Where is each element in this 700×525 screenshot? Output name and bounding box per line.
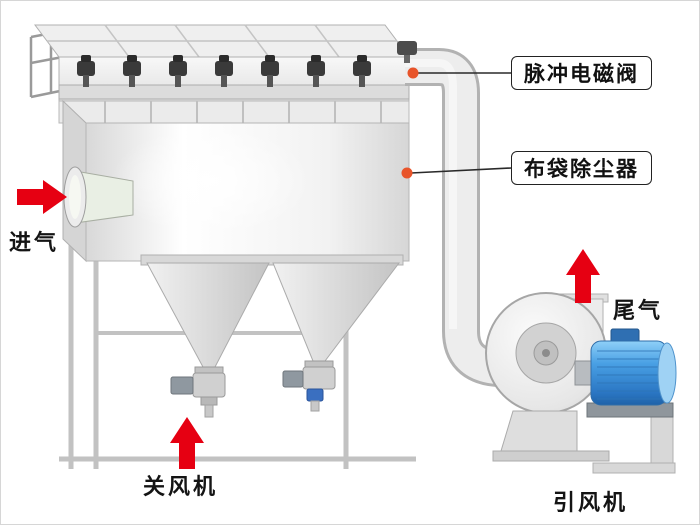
inlet-label: 进气 [9,230,60,255]
baghouse-label: 布袋除尘器 [511,151,652,185]
pulse-valve-dot [407,67,419,79]
baghouse-dot [401,167,413,179]
rotary-valve-arrow-up-icon [170,417,204,469]
pulse-manifold [58,84,410,100]
hopper-left [146,262,270,368]
exhaust-label: 尾气 [613,298,664,323]
truss-band [58,100,410,124]
motor-end-cap [657,342,677,404]
duct-pipe [397,41,542,389]
hopper-right [272,262,401,362]
pulse-valve-label: 脉冲电磁阀 [511,56,652,90]
draft-fan-label: 引风机 [553,490,629,515]
inlet-arrow-right-icon [17,180,67,214]
hoppers [140,254,404,368]
pulse-valves [77,55,371,87]
exhaust-arrow-up-icon [566,249,600,303]
fan-pedestal [500,410,578,452]
callout-leaders [401,67,512,179]
rotary-valve-left [170,366,226,418]
motor-assembly [574,328,677,474]
duct-top-fitting [397,41,417,55]
rotary-valve-right [282,360,336,412]
rotary-valve-label: 关风机 [143,474,219,499]
inlet-duct [63,166,134,228]
clean-air-plenum [29,24,410,124]
